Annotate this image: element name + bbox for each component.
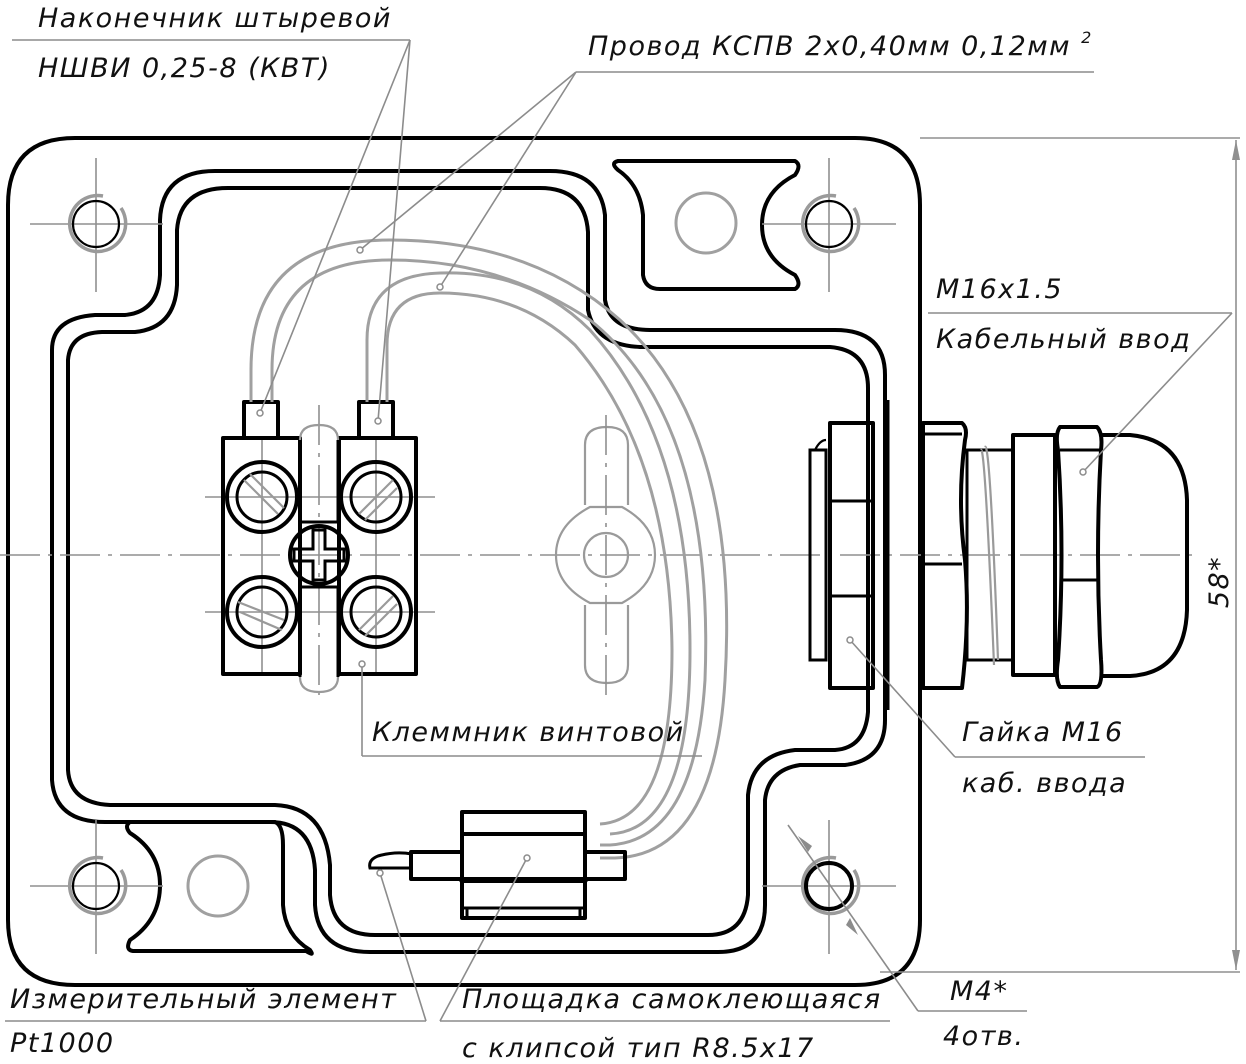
lug-bottom-outline bbox=[125, 820, 314, 956]
callout-gland-nut: Гайка М16 каб. ввода bbox=[846, 636, 1145, 799]
lug-top-outline bbox=[612, 159, 801, 291]
adhesive-pad bbox=[460, 810, 587, 920]
pin-terminal-right bbox=[357, 400, 395, 440]
callout-mount-holes-line2: 4отв. bbox=[943, 1021, 1024, 1052]
wires bbox=[249, 238, 729, 860]
housing bbox=[6, 136, 922, 987]
wire-outer-b bbox=[270, 258, 708, 847]
screw-bottom-right bbox=[339, 575, 413, 649]
sensing-element-tip bbox=[368, 851, 413, 870]
mount-hole-top-right bbox=[762, 158, 896, 292]
callout-sensing-element: Измерительный элемент Pt1000 bbox=[5, 869, 427, 1059]
callout-cable-gland-line2: Кабельный ввод bbox=[936, 324, 1191, 355]
mount-hole-bottom-left bbox=[30, 820, 163, 954]
cable-gland bbox=[808, 400, 1189, 710]
callout-pin-terminal-line1: Наконечник штыревой bbox=[38, 3, 392, 34]
mounting-lug-bottom bbox=[125, 820, 314, 956]
callout-adhesive-pad-line2: с клипсой тип R8.5x17 bbox=[462, 1033, 815, 1064]
callout-pin-terminal: Наконечник штыревой НШВИ 0,25-8 (КВТ) bbox=[12, 3, 411, 425]
callout-wire: Провод КСПВ 2х0,40мм 0,12мм 2 bbox=[356, 28, 1094, 291]
seal-groove-outer bbox=[50, 169, 887, 954]
dimension-height-value: 58* bbox=[1204, 556, 1235, 608]
callout-wire-line1: Провод КСПВ 2х0,40мм 0,12мм bbox=[588, 31, 1071, 62]
callout-pin-terminal-line2: НШВИ 0,25-8 (КВТ) bbox=[38, 53, 331, 84]
callout-cable-gland-line1: M16x1.5 bbox=[936, 274, 1063, 305]
pin-terminal-left bbox=[242, 400, 280, 440]
mounting-lug-top bbox=[612, 159, 801, 291]
housing-outer-outline bbox=[6, 136, 922, 987]
callout-terminal-block: Клеммник винтовой bbox=[358, 660, 702, 757]
callout-sensing-element-line1: Измерительный элемент bbox=[10, 984, 397, 1015]
screw-bottom-left bbox=[225, 575, 299, 649]
callout-adhesive-pad: Площадка самоклеющаяся с клипсой тип R8.… bbox=[439, 854, 890, 1064]
cross-screw bbox=[288, 524, 350, 586]
screw-top-right bbox=[339, 460, 413, 534]
lug-top-hole bbox=[674, 191, 738, 255]
callout-wire-superscript: 2 bbox=[1081, 28, 1093, 47]
seal-groove-inner bbox=[66, 186, 870, 937]
callout-sensing-element-line2: Pt1000 bbox=[10, 1028, 115, 1059]
callout-gland-nut-line2: каб. ввода bbox=[962, 768, 1127, 799]
callout-gland-nut-line1: Гайка М16 bbox=[962, 717, 1124, 748]
mount-hole-bottom-right bbox=[762, 820, 896, 954]
callout-terminal-block-line1: Клеммник винтовой bbox=[372, 717, 685, 748]
lug-bottom-hole bbox=[186, 854, 250, 918]
wire-inner-b bbox=[385, 291, 674, 826]
dimension-height: 58* bbox=[880, 137, 1240, 973]
sensor-assembly bbox=[368, 810, 627, 920]
callout-mount-holes: M4* 4отв. bbox=[787, 824, 1027, 1052]
callout-cable-gland: M16x1.5 Кабельный ввод bbox=[928, 274, 1233, 476]
mount-hole-top-left bbox=[30, 158, 163, 292]
terminal-block bbox=[205, 400, 435, 695]
screw-top-left bbox=[225, 460, 299, 534]
wire-inner-a bbox=[365, 271, 692, 836]
wire-outer-a bbox=[249, 238, 729, 860]
callout-wire-label: Провод КСПВ 2х0,40мм 0,12мм 2 bbox=[588, 28, 1093, 62]
callout-mount-holes-line1: M4* bbox=[950, 976, 1008, 1007]
wing-nut bbox=[554, 415, 657, 700]
callout-adhesive-pad-line1: Площадка самоклеющаяся bbox=[462, 984, 882, 1015]
